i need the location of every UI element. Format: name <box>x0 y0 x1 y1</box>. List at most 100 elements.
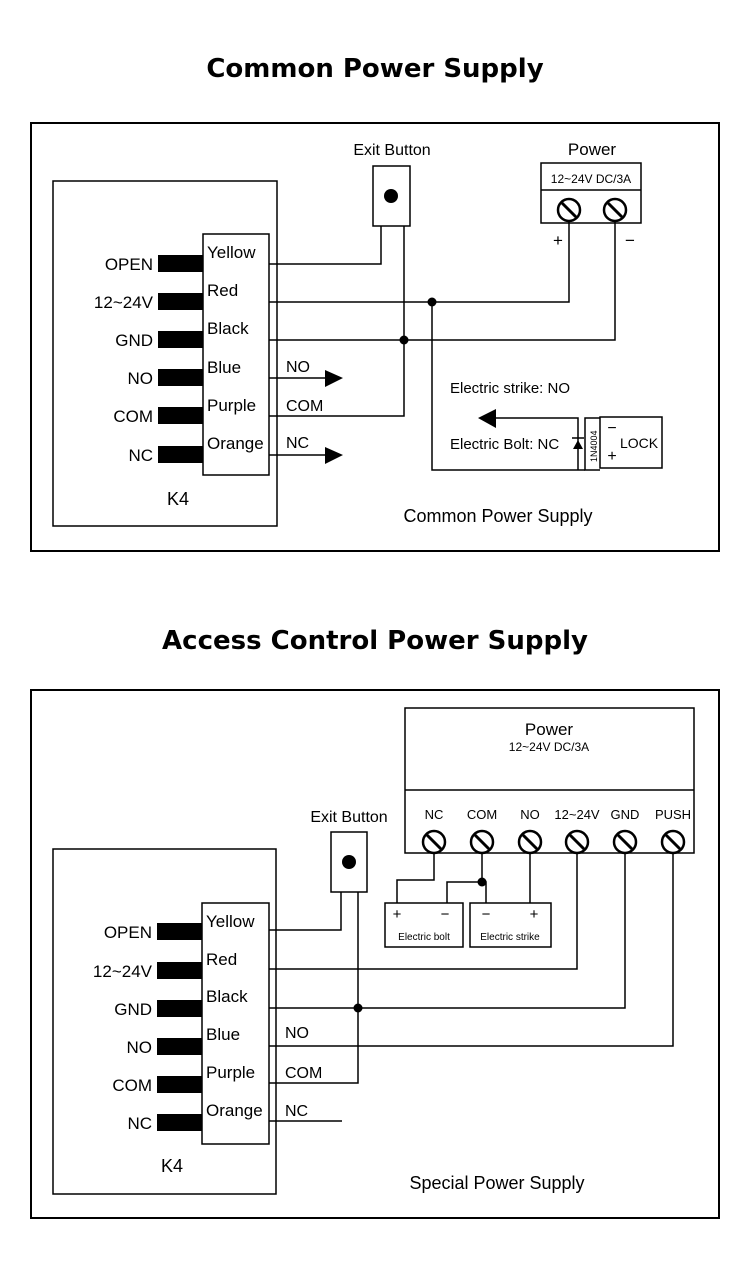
wire-label-red: Red <box>206 950 237 969</box>
k4-terminal-strip <box>201 902 270 1145</box>
bolt-plus-sign: + <box>393 906 402 923</box>
diode-label: 1N4004 <box>589 430 599 462</box>
pin-open-terminal <box>158 255 203 272</box>
pin-label-gnd: GND <box>115 331 153 350</box>
lock-plus-sign: + <box>607 448 616 465</box>
pin-gnd-terminal <box>157 1000 202 1017</box>
terminal-label-gnd: GND <box>611 807 640 822</box>
junction-dot <box>399 335 409 345</box>
wire-label-orange: Orange <box>207 434 264 453</box>
electric-bolt-label: Electric bolt <box>398 932 450 943</box>
exit-button-box <box>330 831 368 893</box>
wire-lock-minus <box>489 417 579 470</box>
wire-yellow-to-exit <box>269 892 342 931</box>
diagram2-wires <box>269 853 674 1122</box>
pin-no-terminal <box>158 369 203 386</box>
pin-12-24v-terminal <box>158 293 203 310</box>
wire-nc-to-bolt-plus <box>396 853 435 903</box>
electric-bolt-label: Electric Bolt: NC <box>450 436 559 453</box>
exit-button-label: Exit Button <box>310 809 387 826</box>
k4-label: K4 <box>161 1156 183 1176</box>
output-com-label: COM <box>285 1065 322 1082</box>
lock-box <box>599 416 663 469</box>
access-control-power-supply-title: Access Control Power Supply <box>162 626 588 656</box>
strike-minus-sign: − <box>482 906 491 923</box>
junction-dot <box>353 1003 363 1013</box>
terminal-12-24v-screw-icon <box>564 829 590 855</box>
wire-com-to-lock-minus <box>446 881 487 903</box>
output-no-label: NO <box>285 1025 309 1042</box>
wire-label-orange: Orange <box>206 1101 263 1120</box>
wire-red-to-power-plus <box>269 221 570 303</box>
terminal-label-nc: NC <box>425 807 444 822</box>
wire-blue-to-push <box>269 853 674 1047</box>
wire-black-to-gnd <box>269 853 626 1009</box>
electric-strike-box <box>469 902 552 948</box>
electric-bolt-box <box>384 902 464 948</box>
exit-button-icon <box>342 855 356 869</box>
output-com-label: COM <box>286 398 323 415</box>
pin-label-no: NO <box>127 1038 153 1057</box>
k4-label: K4 <box>167 489 189 509</box>
power-label: Power <box>568 140 617 159</box>
wire-label-black: Black <box>206 987 248 1006</box>
output-nc-label: NC <box>286 435 309 452</box>
junction-dot <box>427 297 437 307</box>
diagram1-caption: Common Power Supply <box>403 506 592 526</box>
terminal-label-com: COM <box>467 807 497 822</box>
pin-label-com: COM <box>112 1076 152 1095</box>
power-unit-label: Power <box>525 720 574 739</box>
power-minus-screw-icon <box>602 197 628 223</box>
k4-terminal-strip <box>202 233 270 476</box>
pin-nc-terminal <box>158 446 203 463</box>
lock-label: LOCK <box>620 435 659 451</box>
terminal-label-no: NO <box>520 807 540 822</box>
terminal-nc-screw-icon <box>421 829 447 855</box>
diagram-common-power-supply: K4 OPEN 12~24V GND NO COM NC Yellow Red … <box>30 122 720 552</box>
terminal-push-screw-icon <box>660 829 686 855</box>
lock-minus-sign: − <box>607 420 616 437</box>
wire-label-purple: Purple <box>207 396 256 415</box>
wire-purple-to-exit <box>269 226 405 417</box>
wire-label-blue: Blue <box>206 1025 240 1044</box>
bolt-minus-sign: − <box>441 906 450 923</box>
diagram2-frame <box>30 689 720 1219</box>
pin-label-open: OPEN <box>105 255 153 274</box>
power-terminal-labels: NC COM NO 12~24V GND PUSH <box>425 807 691 822</box>
arrow-left-icon <box>478 409 496 428</box>
pin-label-12-24v: 12~24V <box>94 293 154 312</box>
power-unit-rating: 12~24V DC/3A <box>509 740 589 754</box>
pin-com-terminal <box>158 407 203 424</box>
output-no-label: NO <box>286 359 310 376</box>
wire-lock-plus <box>431 302 585 471</box>
junction-dot <box>477 877 487 887</box>
pin-label-nc: NC <box>127 1114 152 1133</box>
pin-label-12-24v: 12~24V <box>93 962 153 981</box>
power-unit-box <box>404 707 695 854</box>
wire-label-purple: Purple <box>206 1063 255 1082</box>
pin-12-24v-terminal <box>157 962 202 979</box>
diagram1-frame <box>30 122 720 552</box>
pin-no-terminal <box>157 1038 202 1055</box>
wire-color-labels: Yellow Red Black Blue Purple Orange <box>206 912 263 1120</box>
power-minus-sign: − <box>625 231 635 250</box>
pin-label-com: COM <box>113 407 153 426</box>
pin-gnd-terminal <box>158 331 203 348</box>
pin-com-terminal <box>157 1076 202 1093</box>
pin-open-terminal <box>157 923 202 940</box>
terminal-com-screw-icon <box>469 829 495 855</box>
arrow-right-icon <box>325 447 343 464</box>
exit-button-icon <box>384 189 398 203</box>
wire-red-to-12-24v <box>269 853 578 970</box>
wire-black-to-power-minus <box>269 221 616 341</box>
wire-label-yellow: Yellow <box>207 243 256 262</box>
electric-strike-label: Electric strike: NO <box>450 380 570 397</box>
wire-color-labels: Yellow Red Black Blue Purple Orange <box>207 243 264 453</box>
diagram1-wires <box>269 221 616 471</box>
electric-strike-label: Electric strike <box>480 932 540 943</box>
output-nc-label: NC <box>285 1103 308 1120</box>
wire-label-blue: Blue <box>207 358 241 377</box>
k4-controller-box <box>52 180 278 527</box>
wire-purple-to-exit <box>269 892 359 1084</box>
diode-icon <box>573 440 583 449</box>
